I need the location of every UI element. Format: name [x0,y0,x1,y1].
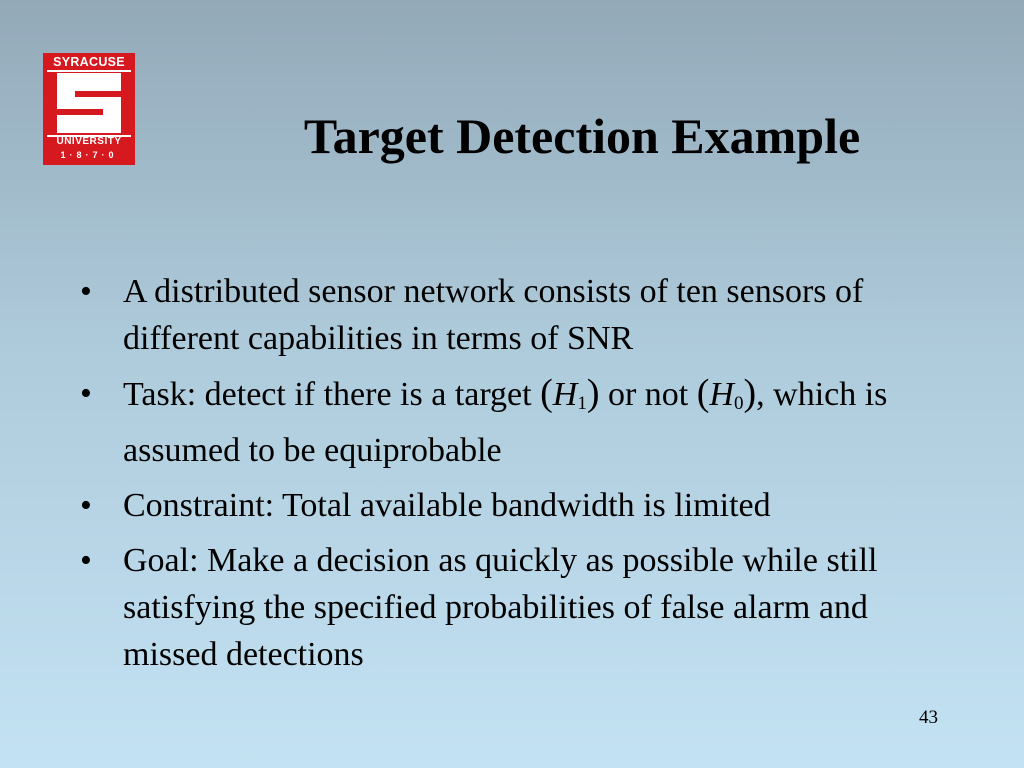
bullet-item: • Goal: Make a decision as quickly as po… [80,537,960,678]
bullet-text-part: , which is assumed to be equiprobable [123,376,888,469]
bullet-text-part: Task: detect if there is a target [123,376,541,413]
h1-letter: H [552,376,578,413]
bullet-dot: • [80,487,92,524]
logo-s-icon [57,73,121,133]
syracuse-university-logo: SYRACUSE UNIVERSITY 1·8·7·0 [43,53,135,165]
logo-year-text: 1·8·7·0 [60,150,118,160]
bullet-text: Constraint: Total available bandwidth is… [123,487,771,524]
h1-subscript: 1 [577,393,587,414]
logo-top-text: SYRACUSE [53,55,125,69]
hypothesis-h0: (H0) [696,372,757,414]
bullet-item: • A distributed sensor network consists … [80,268,960,362]
slide-title: Target Detection Example [303,108,861,164]
bullet-text: A distributed sensor network consists of… [123,273,864,357]
bullet-dot: • [80,375,92,412]
page-number: 43 [919,707,938,728]
logo-divider [47,135,131,137]
bullet-dot: • [80,273,92,310]
hypothesis-h1: (H1) [540,372,600,414]
bullet-item: • Constraint: Total available bandwidth … [80,482,960,529]
bullet-text-part: or not [599,376,697,413]
bullet-item: • Task: detect if there is a target (H1)… [80,370,960,474]
logo-middle-text: UNIVERSITY [56,136,122,147]
bullet-text: Goal: Make a decision as quickly as poss… [123,542,878,673]
bullet-list: • A distributed sensor network consists … [80,268,960,686]
logo-divider [47,70,131,72]
h0-letter: H [709,376,734,413]
bullet-dot: • [80,542,92,579]
h0-subscript: 0 [733,393,744,414]
